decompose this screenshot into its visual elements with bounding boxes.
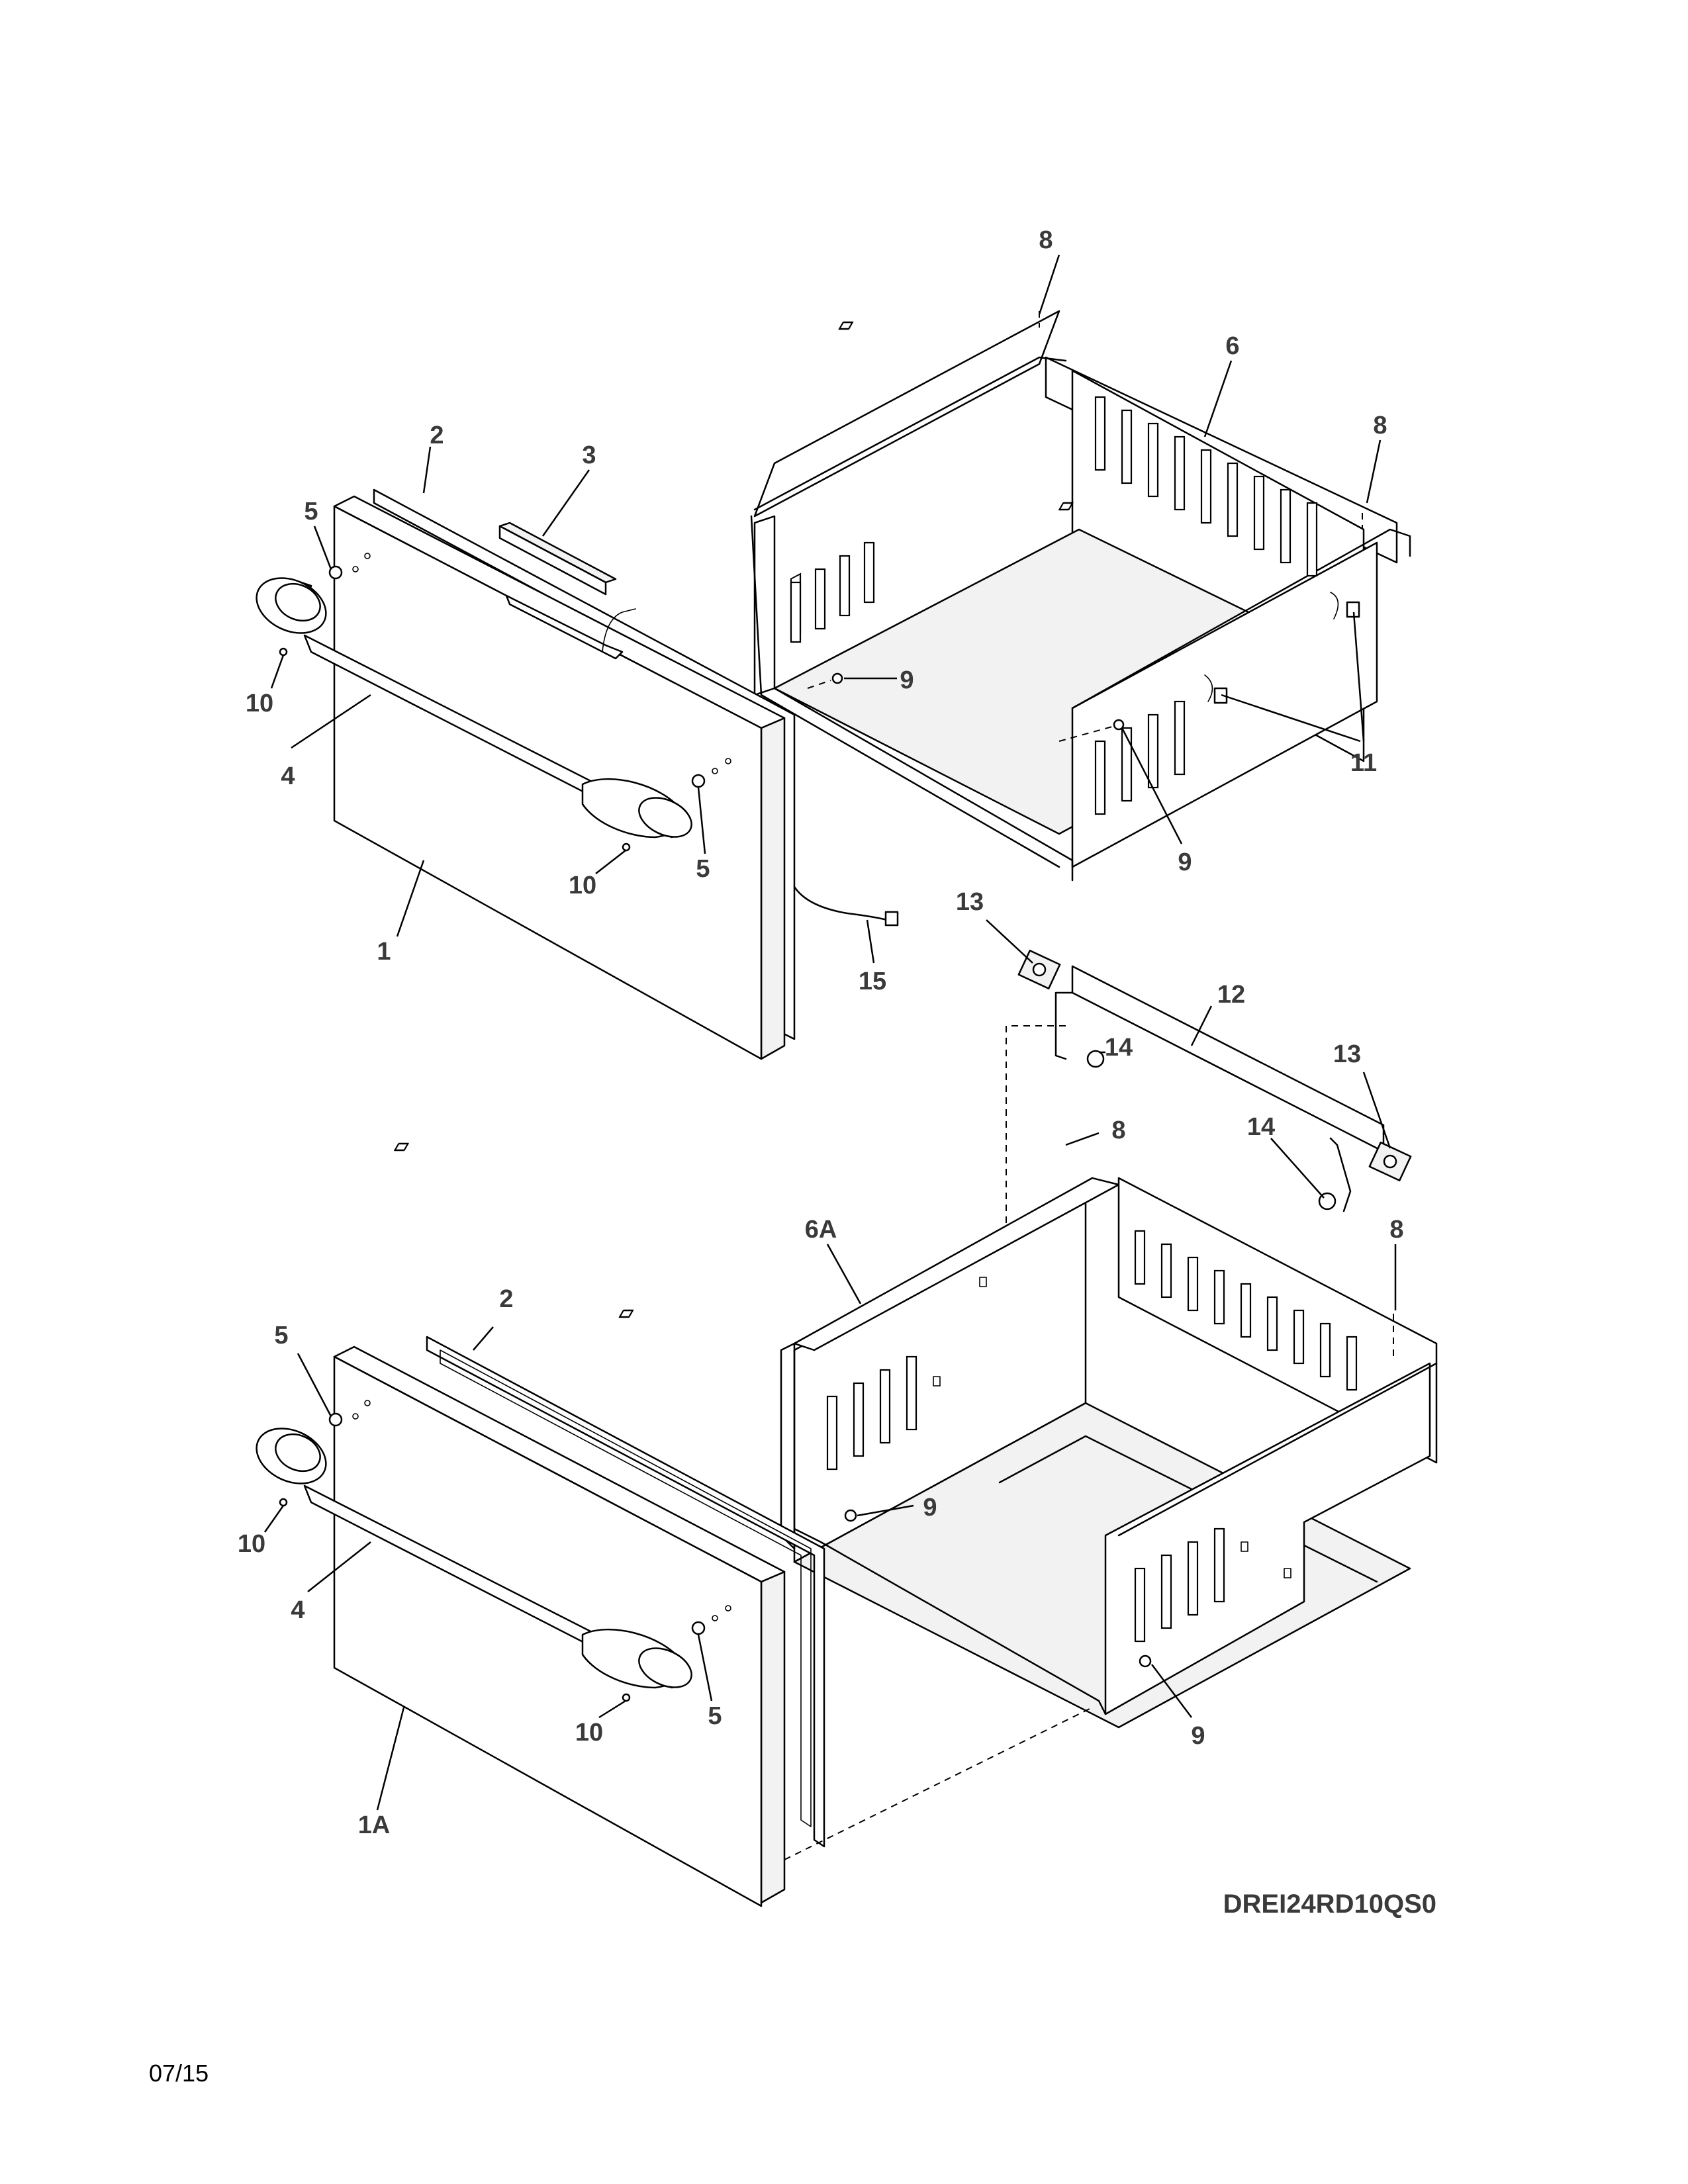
label-13-left: 13 (956, 888, 984, 916)
label-10-upper-left: 10 (246, 690, 273, 717)
label-10-upper-right: 10 (569, 872, 596, 899)
lower-drawer-box (394, 1142, 1438, 1729)
label-5-lower-right: 5 (708, 1702, 722, 1730)
label-11: 11 (1350, 749, 1377, 777)
label-8-lower-left: 8 (1111, 1116, 1125, 1144)
label-5-upper-left: 5 (304, 498, 318, 525)
model-number: DREI24RD10QS0 (1223, 1889, 1436, 1919)
label-15: 15 (859, 968, 886, 995)
label-5-upper-right: 5 (696, 855, 710, 883)
label-2-lower: 2 (499, 1285, 513, 1313)
label-1a: 1A (358, 1811, 391, 1839)
label-2-upper: 2 (430, 422, 444, 449)
upper-door (256, 488, 899, 1060)
label-9-upper-right: 9 (1178, 848, 1192, 876)
label-14-right: 14 (1247, 1113, 1275, 1141)
part-labels: 8 6 8 2 3 5 10 4 5 10 1 15 9 9 11 13 12 … (238, 226, 1404, 1839)
leader-lines (263, 254, 1397, 1811)
label-10-lower-left: 10 (238, 1530, 265, 1558)
label-8-upper-left: 8 (1039, 226, 1053, 254)
label-4-lower: 4 (291, 1596, 305, 1624)
label-9-lower-left: 9 (923, 1494, 937, 1522)
rail-bracket (1006, 950, 1412, 1476)
label-1: 1 (377, 938, 391, 966)
label-13-right: 13 (1333, 1040, 1361, 1068)
label-14-left: 14 (1105, 1034, 1133, 1062)
label-6a: 6A (805, 1216, 837, 1244)
label-8-upper-right: 8 (1373, 412, 1387, 439)
label-8-lower-right: 8 (1389, 1216, 1403, 1244)
upper-drawer-box (750, 310, 1411, 882)
label-10-lower-right: 10 (575, 1719, 603, 1747)
label-4-upper: 4 (281, 762, 295, 790)
label-3: 3 (582, 441, 596, 469)
label-12: 12 (1217, 981, 1245, 1009)
lower-door (256, 1336, 1093, 1907)
label-6: 6 (1225, 332, 1239, 360)
label-9-lower-right: 9 (1191, 1722, 1205, 1750)
date-code: 07/15 (149, 2060, 209, 2087)
label-5-lower-left: 5 (274, 1322, 288, 1349)
label-9-upper-left: 9 (900, 666, 914, 694)
